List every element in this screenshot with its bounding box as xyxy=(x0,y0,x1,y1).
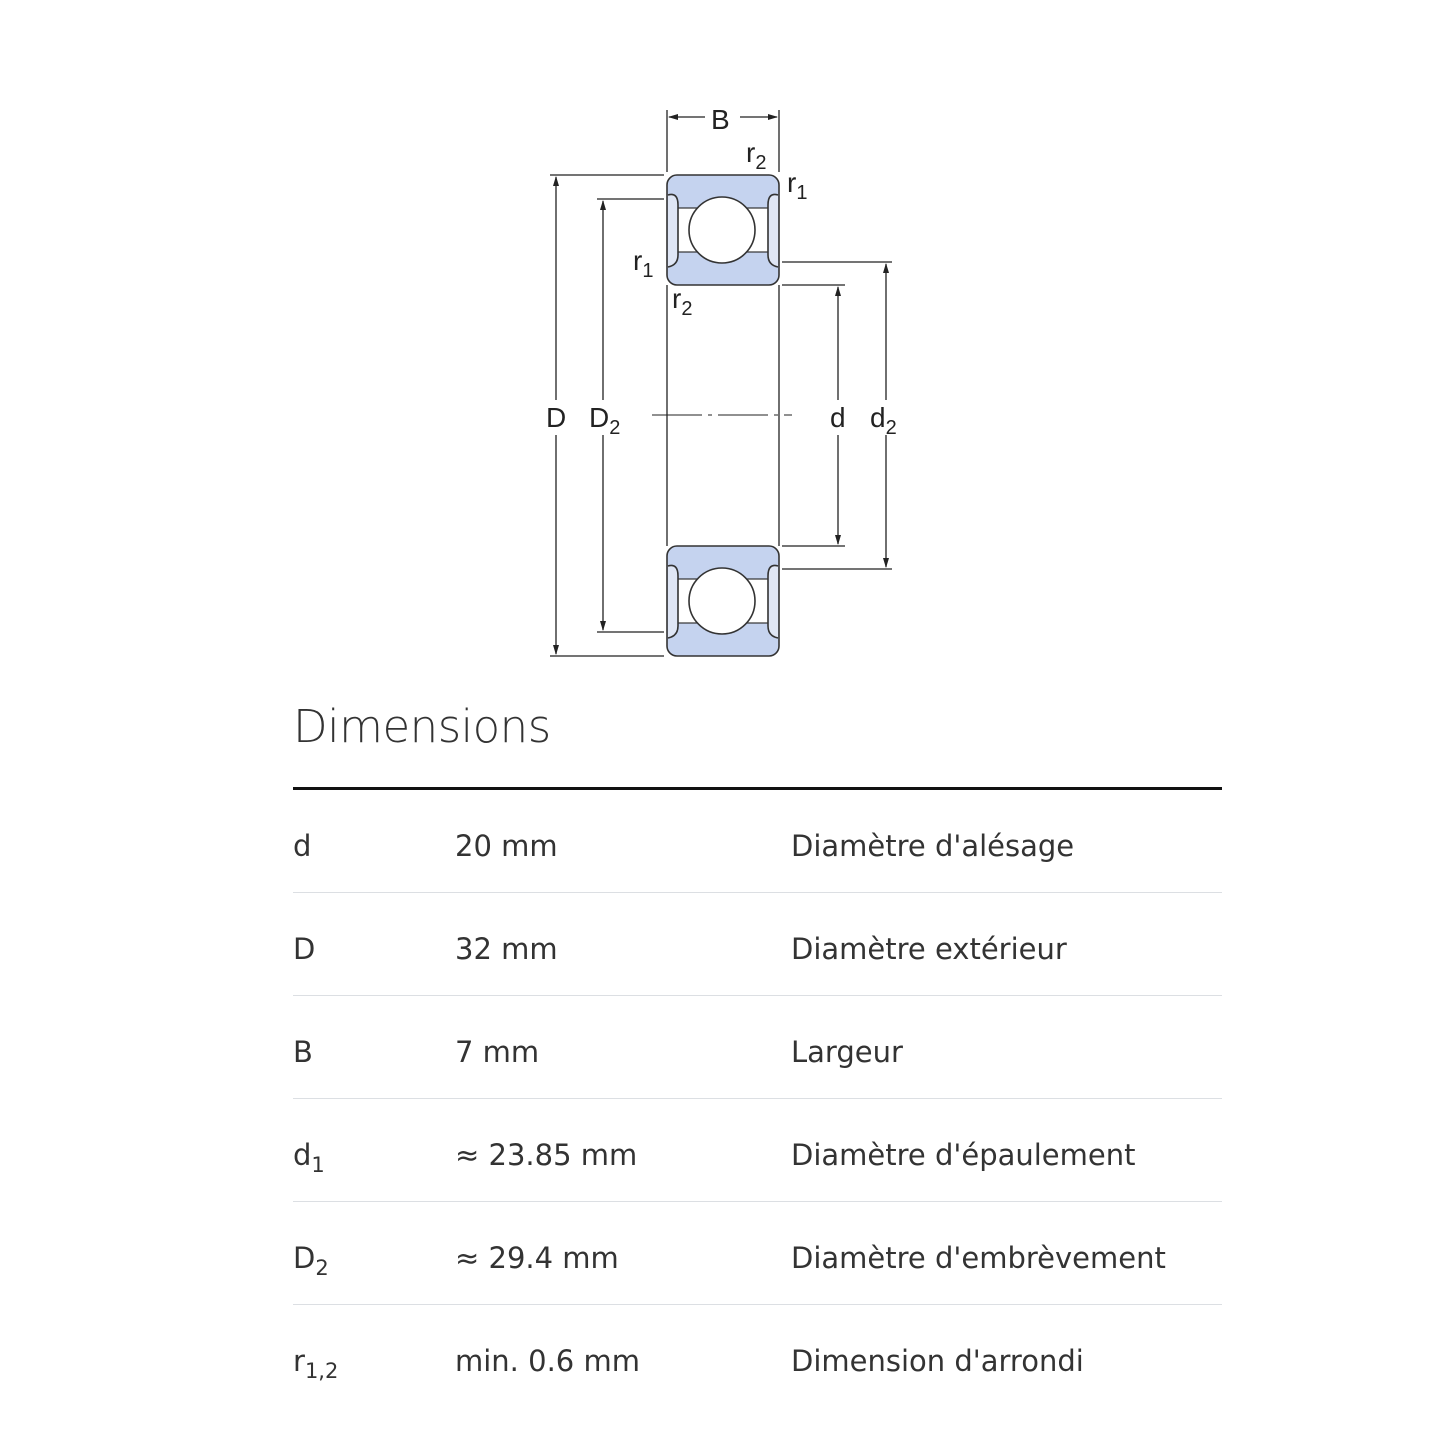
table-row: r1,2 min. 0.6 mm Dimension d'arrondi xyxy=(293,1305,1222,1407)
description: Diamètre d'embrèvement xyxy=(791,1241,1166,1275)
label-D: D xyxy=(546,402,566,433)
value: 20 mm xyxy=(455,829,558,863)
dimensions-table: d 20 mm Diamètre d'alésage D 32 mm Diamè… xyxy=(293,790,1222,1407)
label-r1-top: r1 xyxy=(787,167,807,204)
bearing-top-section xyxy=(666,174,780,286)
label-r2-top: r2 xyxy=(746,137,766,174)
symbol: d xyxy=(293,829,312,863)
symbol: B xyxy=(293,1035,313,1069)
symbol: d1 xyxy=(293,1138,325,1177)
label-B: B xyxy=(711,104,730,135)
value: min. 0.6 mm xyxy=(455,1344,640,1378)
symbol: D xyxy=(293,932,316,966)
label-r2-left: r2 xyxy=(672,283,692,320)
table-row: d 20 mm Diamètre d'alésage xyxy=(293,790,1222,893)
label-d2: d2 xyxy=(870,402,897,439)
description: Largeur xyxy=(791,1035,903,1069)
symbol: D2 xyxy=(293,1241,329,1280)
value: 7 mm xyxy=(455,1035,540,1069)
title-divider xyxy=(293,787,1222,790)
value: ≈ 29.4 mm xyxy=(455,1241,619,1275)
value: 32 mm xyxy=(455,932,558,966)
table-row: D2 ≈ 29.4 mm Diamètre d'embrèvement xyxy=(293,1202,1222,1305)
description: Diamètre extérieur xyxy=(791,932,1067,966)
description: Diamètre d'alésage xyxy=(791,829,1075,863)
table-row: D 32 mm Diamètre extérieur xyxy=(293,893,1222,996)
label-d: d xyxy=(830,402,846,433)
label-r1-left: r1 xyxy=(633,245,653,282)
section-title: Dimensions xyxy=(293,700,551,753)
bearing-cross-section-drawing: B r2 r1 r1 r2 D D2 d d2 xyxy=(546,104,897,657)
description: Dimension d'arrondi xyxy=(791,1344,1084,1378)
bearing-bottom-section xyxy=(666,545,780,657)
table-row: d1 ≈ 23.85 mm Diamètre d'épaulement xyxy=(293,1099,1222,1202)
table-row: B 7 mm Largeur xyxy=(293,996,1222,1099)
symbol: r1,2 xyxy=(293,1344,339,1383)
label-D2: D2 xyxy=(589,402,620,439)
value: ≈ 23.85 mm xyxy=(455,1138,638,1172)
description: Diamètre d'épaulement xyxy=(791,1138,1136,1172)
